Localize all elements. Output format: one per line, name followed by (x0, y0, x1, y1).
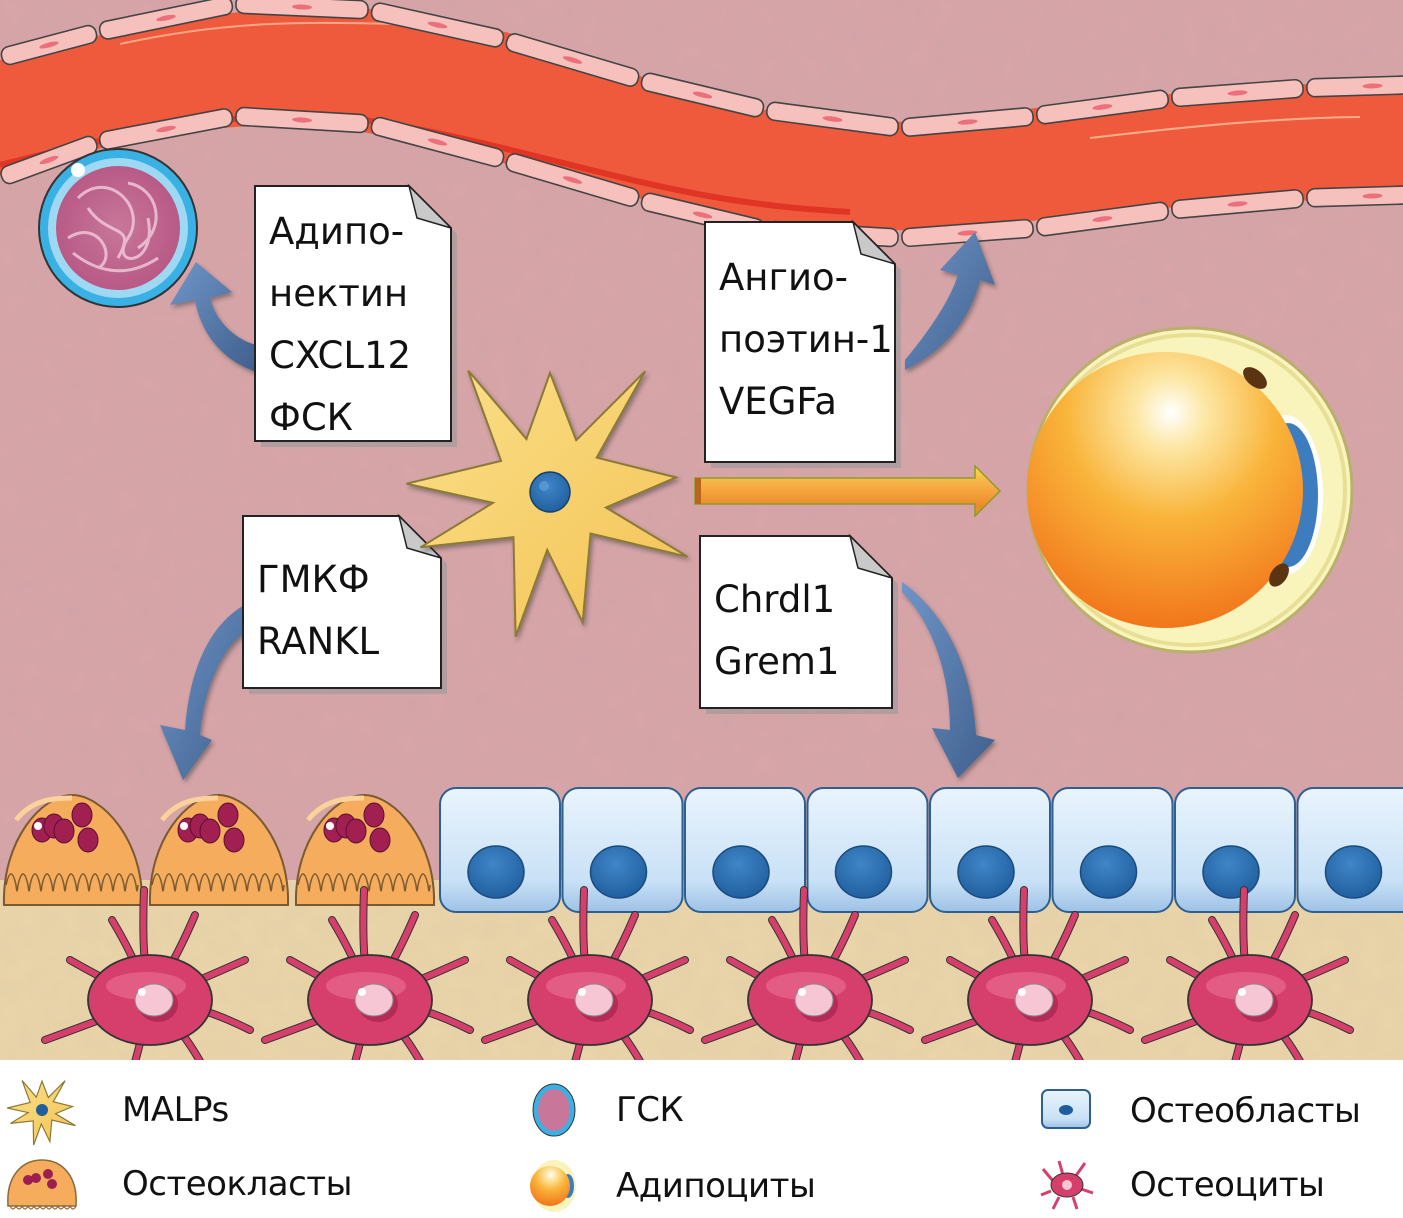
osteoblast-cell (561, 787, 684, 913)
note-line: CXCL12 (269, 334, 411, 377)
note-line: VEGFa (719, 380, 837, 423)
endothelial-cell (235, 106, 369, 134)
endothelial-cell (98, 108, 234, 150)
osteoblast-cell (929, 787, 1051, 913)
osteoclast-icon (7, 1159, 77, 1210)
legend: MALPs Остеокласты ГСК Адипоциты Остеобла… (0, 1060, 1403, 1218)
note-line: RANKL (257, 620, 379, 663)
endothelial-cell (1306, 74, 1403, 98)
note-osteoclast-factors: ГМКФ RANKL (242, 513, 447, 694)
blood-vessel (0, 0, 1403, 248)
endothelial-cell (1306, 184, 1403, 208)
endothelial-cell (1035, 201, 1170, 237)
note-line: Адипо- (269, 210, 404, 253)
osteoblast-icon (1041, 1089, 1091, 1129)
osteoblast-cell (806, 787, 929, 913)
hsc-icon (532, 1083, 576, 1137)
osteoblast-row (439, 787, 1403, 913)
osteocyte-row (41, 886, 1354, 1060)
endothelium-bottom (0, 106, 1403, 248)
osteoclast-cell (148, 793, 290, 906)
osteocyte-cell (481, 886, 694, 1060)
note-line: Grem1 (714, 640, 839, 683)
osteoblast-cell (1051, 787, 1174, 913)
note-line: нектин (269, 272, 408, 315)
osteocyte-cell (921, 886, 1134, 1060)
malp-cell (406, 369, 689, 637)
legend-label-osteocytes: Остеоциты (1130, 1165, 1325, 1205)
endothelial-cell (235, 0, 369, 20)
endothelium-top (0, 0, 1403, 137)
legend-label-adipocytes: Адипоциты (616, 1166, 816, 1206)
endothelial-cell (765, 101, 900, 137)
arrow-to-osteoclasts (160, 603, 248, 780)
endothelial-cell (1171, 78, 1304, 108)
endothelial-cell (0, 135, 98, 185)
arrow-to-adipocyte (694, 464, 1002, 518)
adipocyte-cell (1026, 326, 1354, 654)
osteocyte-cell (261, 886, 474, 1060)
legend-label-malps: MALPs (122, 1090, 229, 1130)
arrow-to-hsc (170, 262, 257, 372)
osteoblast-cell (1174, 787, 1296, 913)
endothelial-cell (370, 116, 505, 168)
osteoblast-cell (684, 787, 806, 913)
endothelial-cell (1171, 189, 1304, 219)
endothelial-cell (0, 24, 98, 66)
legend-item-osteocytes: Остеоциты (1040, 1160, 1325, 1210)
legend-item-malps: MALPs (2, 1075, 229, 1145)
arrow-to-osteoblasts (902, 582, 995, 778)
adipocyte-icon (530, 1160, 576, 1212)
osteoclast-row (2, 793, 436, 906)
osteoclast-cell (2, 793, 144, 906)
osteocyte-icon (1040, 1160, 1094, 1210)
malp-icon (7, 1079, 76, 1145)
arrow-to-vessel (905, 232, 995, 370)
note-line: Chrdl1 (714, 578, 835, 621)
endothelial-cell (505, 153, 640, 207)
note-line: поэтин-1 (719, 318, 893, 361)
osteocyte-cell (41, 886, 254, 1060)
endothelial-cell (98, 0, 234, 40)
endothelial-cell (1035, 89, 1170, 125)
endothelial-cell (901, 107, 1034, 137)
note-line: ГМКФ (257, 558, 370, 601)
legend-label-osteoclasts: Остеокласты (122, 1164, 352, 1204)
legend-label-hsc: ГСК (616, 1090, 684, 1130)
hsc-cell (38, 148, 198, 308)
legend-item-adipocytes: Адипоциты (530, 1158, 816, 1214)
legend-item-hsc: ГСК (530, 1082, 684, 1138)
osteocyte-cell (1141, 886, 1354, 1060)
endothelial-cell (505, 33, 640, 87)
osteoclast-cell (294, 793, 436, 906)
endothelial-cell (370, 2, 505, 48)
osteoblast-cell (1296, 787, 1403, 913)
legend-item-osteoblasts: Остеобласты (1040, 1088, 1361, 1134)
note-line: ФСК (269, 396, 353, 439)
legend-item-osteoclasts: Остеокласты (2, 1154, 352, 1214)
note-line: Ангио- (719, 256, 848, 299)
osteocyte-cell (701, 886, 914, 1060)
endothelial-cell (640, 72, 765, 118)
osteoblast-cell (439, 787, 561, 913)
legend-label-osteoblasts: Остеобласты (1130, 1091, 1361, 1131)
